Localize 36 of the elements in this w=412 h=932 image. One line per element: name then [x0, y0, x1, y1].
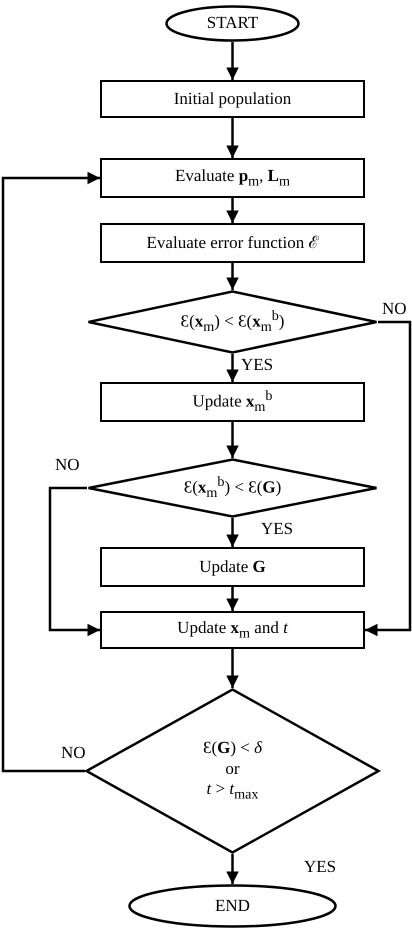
terminal-ellipse	[128, 884, 337, 928]
process-box	[100, 547, 365, 587]
arrow	[226, 354, 239, 382]
node-text: Evaluate p$_{m}$, L$_{m}$	[174, 166, 290, 190]
arrow	[226, 518, 239, 547]
process-box	[100, 158, 365, 198]
arrow	[226, 263, 239, 290]
arrow	[365, 320, 412, 636]
node-text: Ɛ(x$_{m}$$^{b}$) < Ɛ(G)	[184, 474, 282, 502]
decision-diamond	[85, 688, 380, 854]
process-box	[100, 382, 365, 422]
node-text: Ɛ(x$_{m}$) < Ɛ(x$_{m}$$^{b}$)	[180, 308, 284, 336]
process-box	[100, 611, 365, 649]
node-text: END	[215, 896, 250, 916]
arrow	[226, 649, 239, 688]
decision-diamond	[87, 458, 378, 518]
decision-diamond	[87, 290, 378, 354]
node-text: t > t$_{max}$	[206, 779, 258, 804]
node-text: Evaluate error function ℰ	[146, 232, 318, 254]
node-text: Update G	[199, 556, 266, 578]
arrow	[226, 587, 239, 611]
arrow	[226, 198, 239, 223]
arrow	[48, 486, 100, 636]
node-text: Ɛ(G) < δ	[202, 738, 262, 759]
process-box	[100, 80, 365, 118]
process-box	[100, 223, 365, 263]
arrow	[2, 172, 100, 772]
terminal-ellipse	[165, 5, 300, 42]
arrow	[226, 118, 239, 158]
arrow	[226, 42, 239, 80]
node-text: or	[225, 758, 240, 780]
node-text: Initial population	[174, 88, 292, 110]
arrow	[226, 422, 239, 458]
node-text: Update x$_{m}$ and t	[177, 618, 288, 642]
arrow	[226, 854, 239, 884]
node-text: START	[206, 13, 258, 34]
